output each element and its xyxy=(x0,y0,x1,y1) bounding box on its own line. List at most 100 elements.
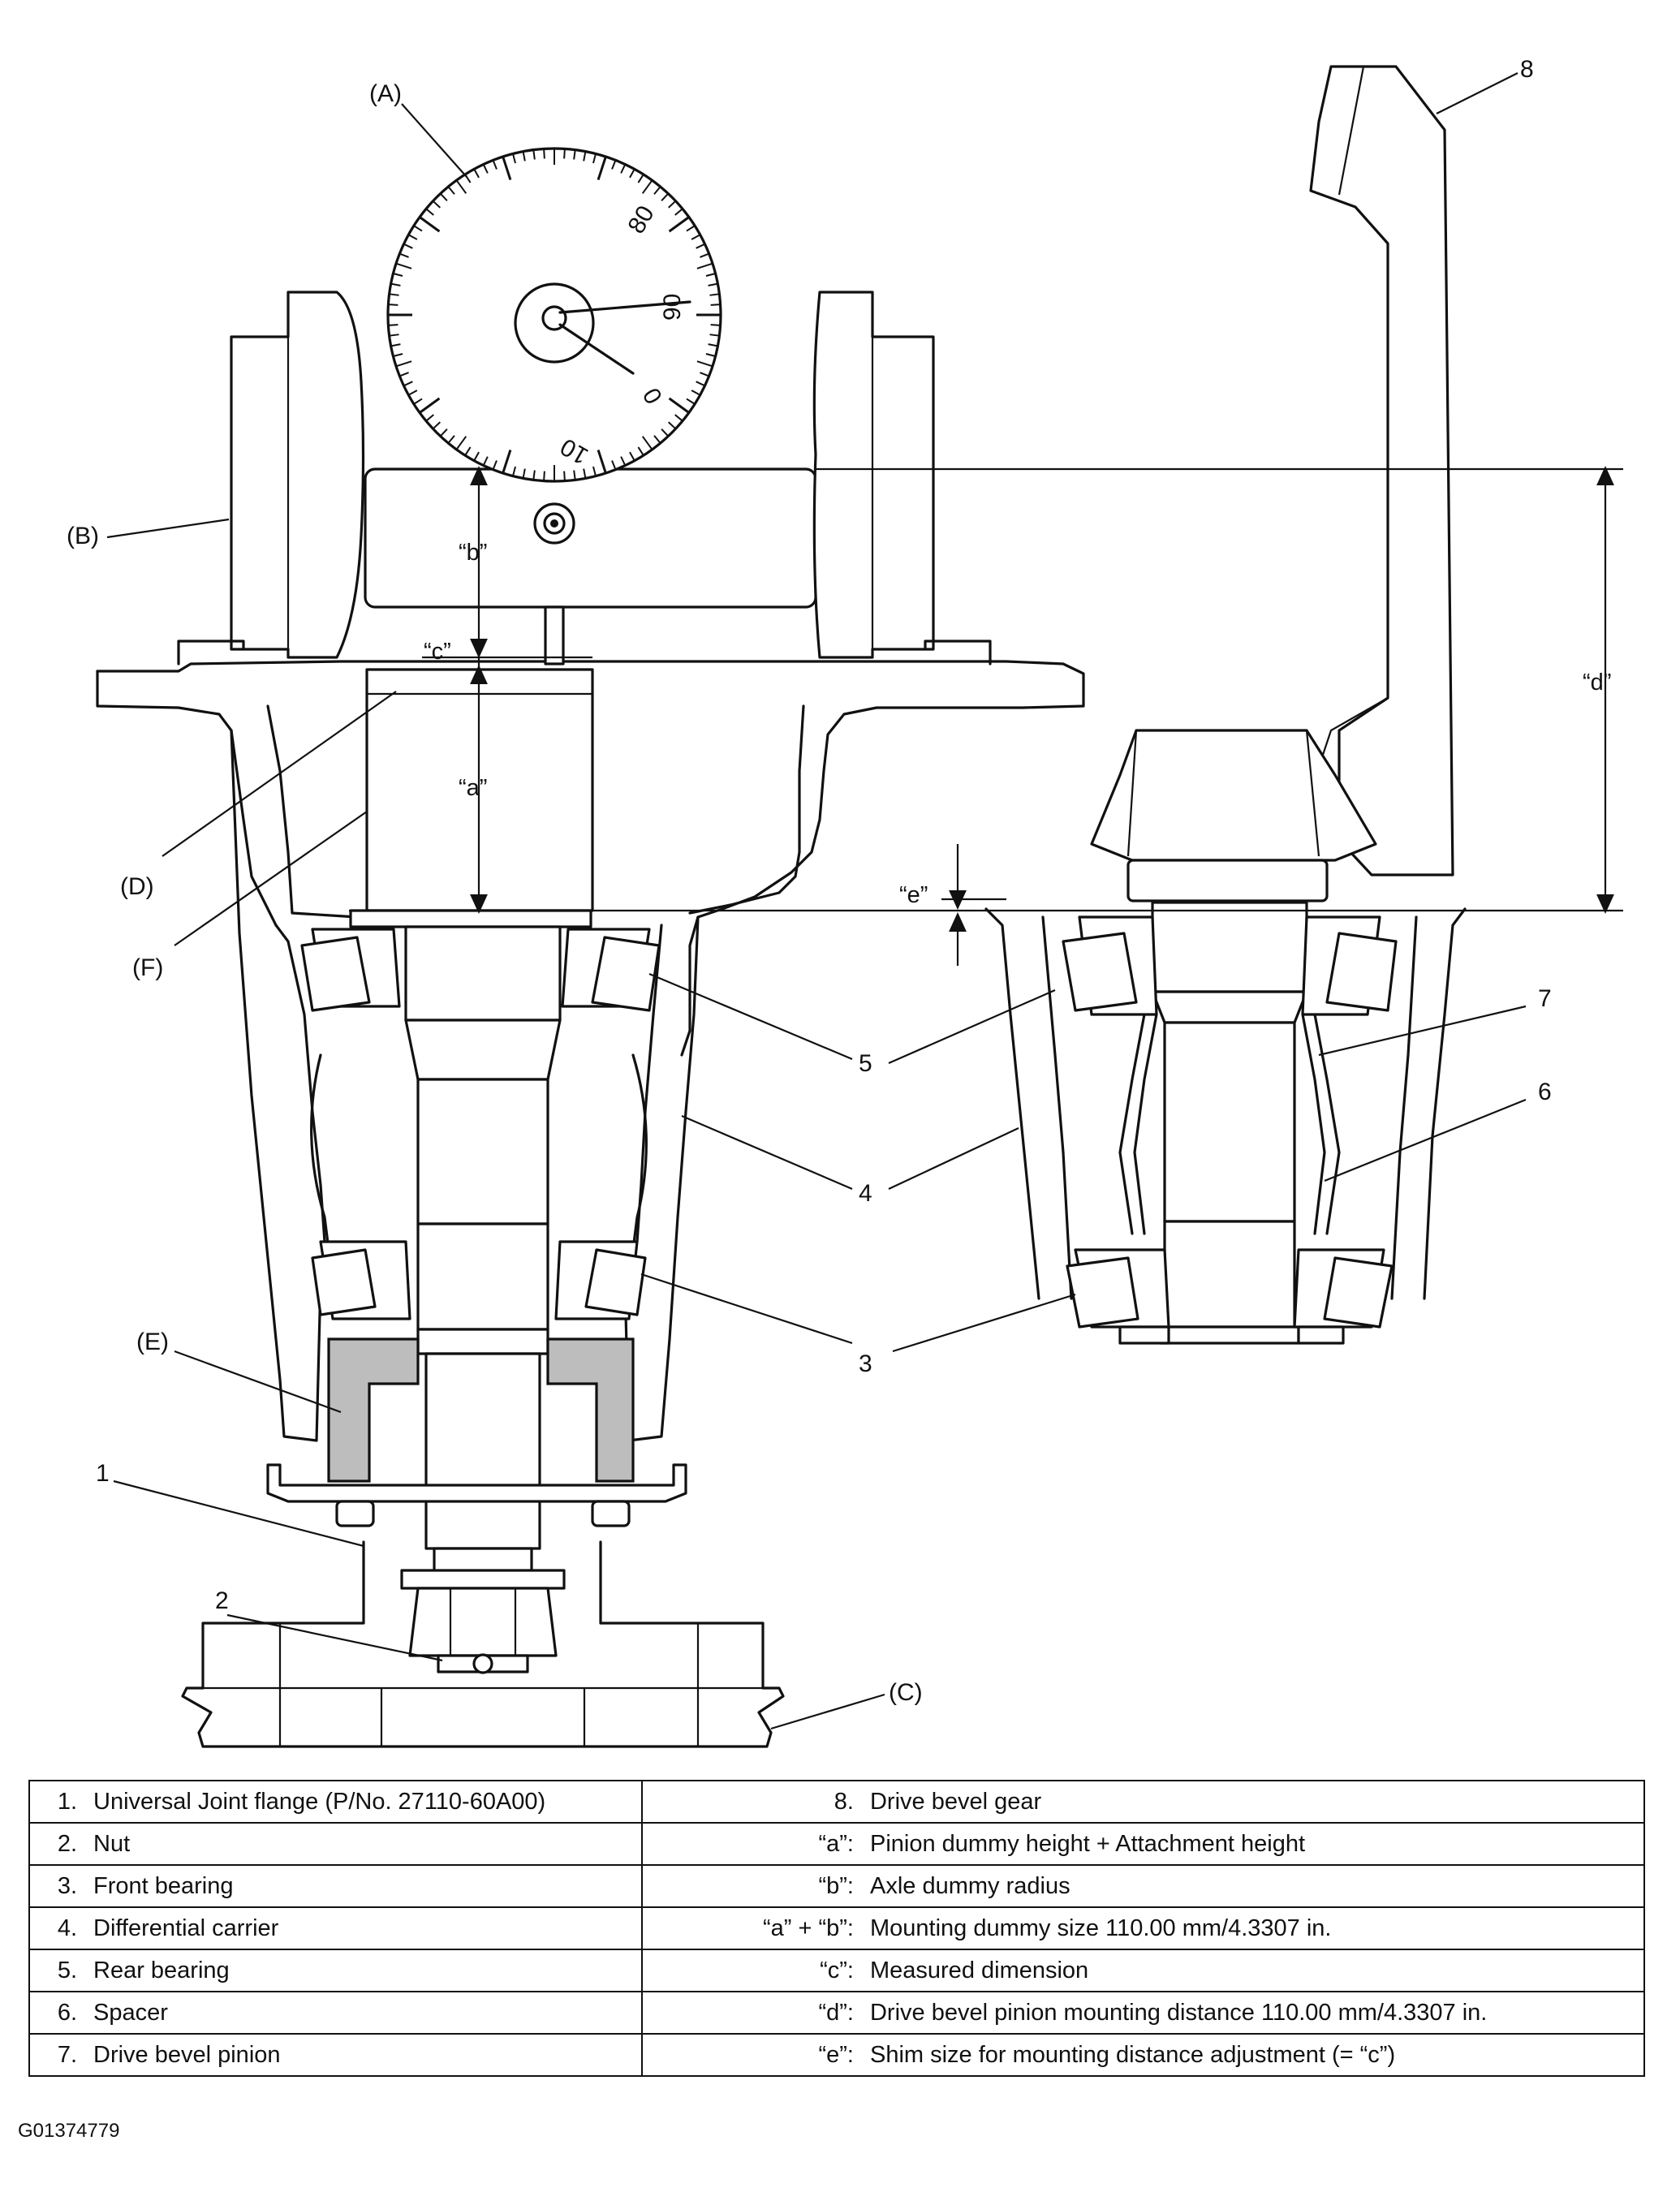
legend-number: 7. xyxy=(57,2041,77,2068)
dial-tick xyxy=(696,381,705,387)
callout-5: 5 xyxy=(859,1050,872,1077)
legend-text: Spacer xyxy=(93,1999,168,2026)
dial-tick xyxy=(563,471,566,481)
front-bearing xyxy=(311,1240,647,1320)
dial-tick xyxy=(522,468,526,479)
dial-tick xyxy=(407,234,418,240)
dial-tick xyxy=(447,186,455,195)
dial-tick xyxy=(691,234,701,240)
dial-tick xyxy=(592,153,597,164)
universal-joint-flange xyxy=(181,1463,785,1748)
dial-tick xyxy=(668,200,677,209)
dial-tick xyxy=(583,468,587,479)
dial-tick xyxy=(641,179,653,194)
dial-tick xyxy=(482,456,489,466)
dial-tick xyxy=(637,446,644,456)
legend-text: Nut xyxy=(93,1830,131,1857)
dial-tick xyxy=(522,151,526,162)
dial-tick xyxy=(419,216,441,233)
callout-4: 4 xyxy=(859,1180,872,1207)
legend-row: 6. Spacer “d”: Drive bevel pinion mounting… xyxy=(28,1991,1646,2035)
dial-tick xyxy=(611,160,617,170)
dial-tick xyxy=(425,208,434,216)
callout-2: 2 xyxy=(215,1587,229,1614)
dial-tick xyxy=(563,149,566,159)
dim-label-b: “b” xyxy=(459,540,487,566)
dial-tick xyxy=(696,262,713,269)
dial-tick xyxy=(661,192,670,201)
dial-tick xyxy=(532,470,536,480)
dial-tick xyxy=(629,168,635,179)
callout-leaders xyxy=(106,72,1527,1730)
dial-tick xyxy=(432,421,441,430)
legend-text: Drive bevel pinion mounting distance 110… xyxy=(869,1999,1488,2026)
legend-text: Axle dummy radius xyxy=(869,1872,1070,1899)
dial-gauge: 80 90 0 10 xyxy=(386,147,722,483)
dimension-lines xyxy=(349,466,1623,966)
dial-tick xyxy=(532,149,536,160)
dim-label-e: “e” xyxy=(899,882,928,908)
dial-tick xyxy=(705,353,716,357)
dial-tick xyxy=(439,192,448,201)
legend-text: Measured dimension xyxy=(869,1957,1089,1983)
dial-tick xyxy=(512,466,516,476)
legend-right-cell: “b”: Axle dummy radius xyxy=(640,1864,1646,1908)
legend-key: “a”: xyxy=(818,1830,854,1857)
legend-text: Front bearing xyxy=(93,1872,234,1899)
dial-tick xyxy=(696,243,705,249)
drive-bevel-pinion xyxy=(1151,901,1308,1345)
oil-seal xyxy=(327,1337,635,1483)
dial-tick xyxy=(700,372,709,377)
differential-carrier-right xyxy=(984,907,1467,1300)
legend-right-cell: “c”:Measured dimension xyxy=(640,1949,1646,1992)
legend-number: 6. xyxy=(57,1999,77,2026)
legend-key: “d”: xyxy=(818,1999,854,2026)
legend-text: Drive bevel gear xyxy=(869,1788,1042,1815)
legend-key: 8. xyxy=(834,1788,854,1815)
legend-text: Shim size for mounting distance adjustme… xyxy=(869,2041,1396,2068)
legend-text: Universal Joint flange (P/No. 27110-60A0… xyxy=(93,1788,546,1815)
dial-tick xyxy=(482,164,489,174)
dial-tick xyxy=(403,243,413,249)
dial-tick xyxy=(399,252,409,258)
dial-tick xyxy=(543,149,545,159)
callout-3: 3 xyxy=(859,1350,872,1377)
legend-number: 1. xyxy=(57,1788,77,1815)
dial-tick xyxy=(629,451,635,462)
legend-left-cell: 1. Universal Joint flange (P/No. 27110-60… xyxy=(28,1780,643,1824)
dial-tick xyxy=(419,397,441,414)
dial-tick xyxy=(674,208,683,216)
dial-tick xyxy=(395,360,412,368)
dial-tick xyxy=(393,353,403,357)
dial-tick xyxy=(399,372,409,377)
dial-tick xyxy=(389,293,399,296)
dial-tick xyxy=(492,460,498,470)
dim-label-c: “c” xyxy=(424,639,451,665)
dial-tick xyxy=(592,466,597,476)
drive-bevel-gear xyxy=(1309,65,1454,876)
figure-id: G01374779 xyxy=(18,2120,120,2142)
dial-tick xyxy=(512,153,516,164)
legend-left-cell: 3.Front bearing xyxy=(28,1864,643,1908)
dial-tick xyxy=(395,262,412,269)
dial-tick xyxy=(611,460,617,470)
legend-text: Drive bevel pinion xyxy=(93,2041,281,2068)
dial-tick xyxy=(583,151,587,162)
dial-tick xyxy=(390,282,401,286)
dial-tick xyxy=(668,397,690,414)
callout-7: 7 xyxy=(1538,985,1552,1012)
dial-tick xyxy=(407,390,418,396)
legend-text: Pinion dummy height + Attachment height xyxy=(869,1830,1306,1857)
dial-tick xyxy=(413,398,423,405)
dial-tick xyxy=(709,334,720,337)
legend-key: “e”: xyxy=(818,2041,854,2068)
legend-text: Differential carrier xyxy=(93,1914,279,1941)
dial-tick xyxy=(473,451,480,462)
nut xyxy=(400,1569,566,1674)
legend-key: “b”: xyxy=(818,1872,854,1899)
dial-tick xyxy=(464,446,472,456)
dial-tick xyxy=(388,304,398,306)
legend-right-cell: “a” + “b”:Mounting dummy size 110.00 mm/… xyxy=(640,1906,1646,1950)
dial-tick xyxy=(432,200,441,209)
dial-tick xyxy=(543,471,545,481)
